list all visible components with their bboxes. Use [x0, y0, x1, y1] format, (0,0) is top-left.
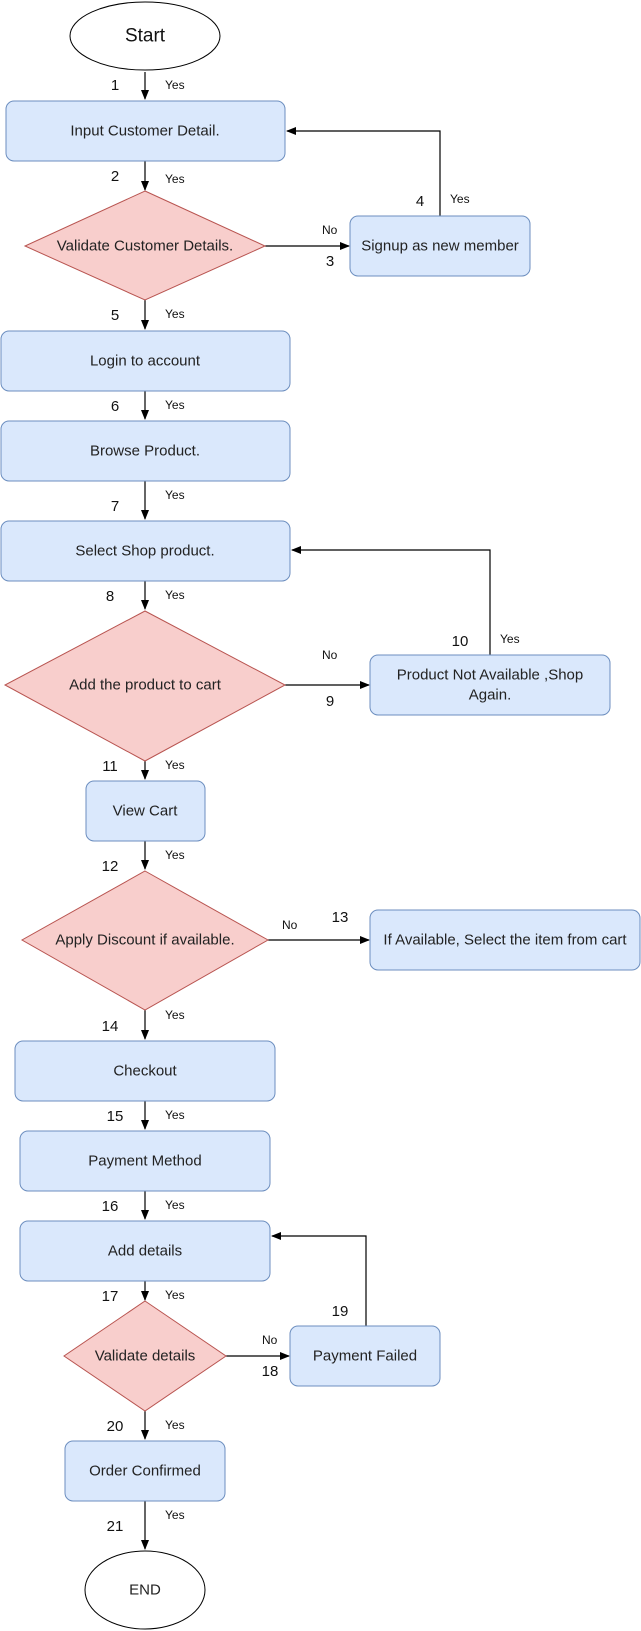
- order-confirmed-box: [64, 1440, 226, 1502]
- step-number: 7: [111, 498, 119, 515]
- step-number: 1: [111, 77, 119, 94]
- payment-failed-box: [289, 1325, 441, 1387]
- step-number: 8: [106, 588, 114, 605]
- yes-label: Yes: [165, 172, 185, 186]
- select-shop-label: Select Shop product.: [75, 543, 214, 560]
- payment-method-box: [19, 1130, 271, 1192]
- validate-details-decision: [63, 1300, 227, 1412]
- step-number: 19: [332, 1303, 349, 1320]
- view-cart-label: View Cart: [113, 803, 179, 820]
- login-label: Login to account: [90, 353, 201, 370]
- signup-box: [349, 215, 531, 277]
- edges: [141, 72, 491, 1550]
- step-number: 12: [102, 858, 119, 875]
- not-available-box: [369, 654, 611, 716]
- step-number: 14: [102, 1018, 119, 1035]
- end-terminal: [84, 1550, 206, 1630]
- step-number: 6: [111, 398, 119, 415]
- input-customer-box: [5, 100, 286, 162]
- validate-details-label: Validate details: [95, 1348, 196, 1365]
- step-number: 18: [262, 1363, 279, 1380]
- not-available-label-line2: Again.: [469, 687, 512, 704]
- validate-customer-label: Validate Customer Details.: [57, 238, 233, 255]
- browse-label: Browse Product.: [90, 443, 200, 460]
- validate-customer-decision: [23, 190, 267, 301]
- yes-label: Yes: [165, 1198, 185, 1212]
- checkout-box: [14, 1040, 276, 1102]
- step-number: 15: [107, 1108, 124, 1125]
- step-number: 5: [111, 307, 119, 324]
- step-numbers: 1 2 3 4 5 6 7 8 9 10 11 12 13 14 15 16 1…: [102, 77, 469, 1535]
- start-terminal: [69, 1, 221, 71]
- yes-label: Yes: [165, 1288, 185, 1302]
- step-number: 2: [111, 168, 119, 185]
- payment-method-label: Payment Method: [88, 1153, 201, 1170]
- signup-label: Signup as new member: [361, 238, 519, 255]
- end-label: END: [129, 1582, 161, 1599]
- step-number: 16: [102, 1198, 119, 1215]
- browse-box: [0, 420, 291, 482]
- edge-labels: Yes Yes No Yes Yes Yes Yes Yes No Yes Ye…: [165, 78, 520, 1522]
- no-label: No: [322, 223, 338, 237]
- yes-label: Yes: [165, 758, 185, 772]
- yes-label: Yes: [165, 1508, 185, 1522]
- edge-notavailable-to-select: [291, 546, 491, 655]
- no-label: No: [262, 1333, 278, 1347]
- yes-label: Yes: [165, 1418, 185, 1432]
- edge-failed-to-adddetails: [271, 1232, 367, 1326]
- step-number: 21: [107, 1518, 124, 1535]
- view-cart-box: [85, 780, 206, 842]
- yes-label: Yes: [165, 1108, 185, 1122]
- yes-label: Yes: [165, 588, 185, 602]
- yes-label: Yes: [165, 398, 185, 412]
- step-number: 17: [102, 1288, 119, 1305]
- step-number: 10: [452, 633, 469, 650]
- order-confirmed-label: Order Confirmed: [89, 1463, 201, 1480]
- checkout-label: Checkout: [113, 1063, 177, 1080]
- add-details-label: Add details: [108, 1243, 182, 1260]
- apply-discount-label: Apply Discount if available.: [55, 932, 234, 949]
- payment-failed-label: Payment Failed: [313, 1348, 417, 1365]
- yes-label: Yes: [165, 488, 185, 502]
- yes-label: Yes: [165, 78, 185, 92]
- step-number: 13: [332, 909, 349, 926]
- step-number: 4: [416, 193, 424, 210]
- no-label: No: [282, 918, 298, 932]
- step-number: 9: [326, 693, 334, 710]
- input-customer-label: Input Customer Detail.: [70, 123, 219, 140]
- step-number: 11: [102, 758, 118, 775]
- no-label: No: [322, 648, 338, 662]
- select-item-label: If Available, Select the item from cart: [383, 932, 627, 949]
- not-available-label-line1: Product Not Available ,Shop: [397, 667, 584, 684]
- yes-label: Yes: [165, 848, 185, 862]
- apply-discount-decision: [20, 870, 270, 1011]
- yes-label: Yes: [450, 192, 470, 206]
- login-box: [0, 330, 291, 392]
- yes-label: Yes: [165, 307, 185, 321]
- edge-signup-to-input: [286, 127, 441, 216]
- step-number: 3: [326, 253, 334, 270]
- add-cart-label: Add the product to cart: [69, 677, 222, 694]
- add-details-box: [19, 1220, 271, 1282]
- select-shop-box: [0, 520, 291, 582]
- add-cart-decision: [3, 610, 287, 762]
- start-label: Start: [125, 26, 166, 47]
- yes-label: Yes: [500, 632, 520, 646]
- select-item-box: [369, 909, 641, 971]
- yes-label: Yes: [165, 1008, 185, 1022]
- step-number: 20: [107, 1418, 124, 1435]
